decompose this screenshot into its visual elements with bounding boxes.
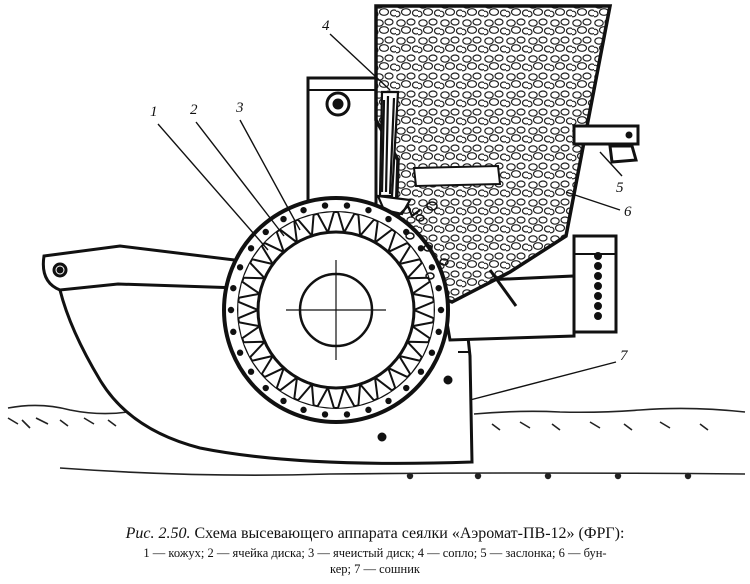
cell-seed	[262, 384, 269, 392]
cell-seed	[428, 349, 436, 356]
label-5: 5	[616, 180, 624, 196]
cell-seed	[403, 384, 410, 392]
seed-spray	[405, 201, 449, 280]
cell-seed	[236, 349, 244, 356]
cell-seed	[321, 202, 329, 209]
label-3: 3	[235, 100, 244, 116]
cell-seed	[417, 368, 425, 375]
nozzle	[376, 90, 421, 218]
cell-seed	[236, 264, 244, 271]
label-7: 7	[620, 348, 629, 364]
cell-seed	[247, 245, 255, 252]
figure-caption: Рис. 2.50. Схема высевающего аппарата се…	[0, 524, 750, 577]
cell-seed	[365, 406, 372, 414]
seeder-diagram: 1 2 3 4 5 6 7	[7, 4, 746, 480]
caption-text: Схема высевающего аппарата сеялки «Аэром…	[194, 525, 625, 542]
cell-seed	[227, 306, 235, 314]
cell-seed	[230, 328, 237, 336]
ground-markers	[406, 472, 692, 480]
cell-seed	[365, 206, 372, 214]
cell-seed	[343, 202, 351, 209]
figure-number: Рис. 2.50.	[125, 525, 191, 542]
cell-seed	[300, 206, 307, 214]
label-1: 1	[150, 104, 158, 120]
label-4: 4	[322, 18, 330, 34]
cell-seed	[428, 264, 436, 271]
cell-seed	[230, 284, 237, 292]
cell-seed	[280, 397, 287, 405]
label-6: 6	[624, 204, 632, 220]
cell-seed	[300, 406, 307, 414]
air-duct	[438, 234, 618, 342]
label-2: 2	[190, 102, 198, 118]
cell-seed	[435, 284, 442, 292]
cell-seed	[280, 215, 287, 223]
cell-seed	[247, 368, 255, 375]
cell-seed	[262, 228, 269, 236]
legend-line-2: кер; 7 — сошник	[329, 562, 421, 576]
frame-bracket	[306, 76, 378, 206]
caption-title: Рис. 2.50. Схема высевающего аппарата се…	[0, 524, 750, 543]
cell-seed	[385, 215, 392, 223]
cell-seed	[435, 328, 442, 336]
shutter	[572, 124, 640, 164]
cell-seed	[437, 306, 445, 314]
cell-seed	[417, 245, 425, 252]
cell-seed	[343, 411, 351, 418]
cell-seed	[385, 397, 392, 405]
legend-line-1: 1 — кожух; 2 — ячейка диска; 3 — ячеисты…	[143, 546, 607, 560]
cell-seed	[321, 411, 329, 418]
cellular-disc	[222, 196, 450, 424]
leader-lines	[157, 33, 623, 401]
caption-legend: 1 — кожух; 2 — ячейка диска; 3 — ячеисты…	[0, 545, 750, 577]
